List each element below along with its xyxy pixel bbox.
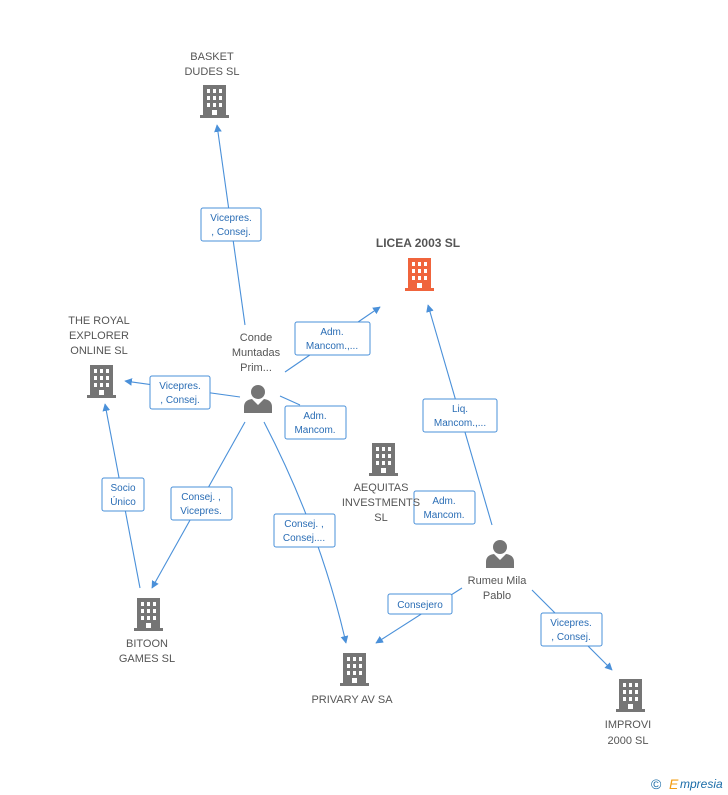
node-conde-muntadas[interactable]: Conde Muntadas Prim... (232, 332, 281, 413)
edge-label-line: Consej.... (283, 533, 325, 544)
person-icon (486, 540, 514, 568)
copyright-icon: © (651, 776, 662, 792)
node-improvi[interactable]: IMPROVI 2000 SL (605, 679, 651, 747)
edge-conde-aequitas (279, 395, 301, 406)
node-label: IMPROVI (605, 719, 651, 731)
edge-label-line: Consejero (397, 600, 443, 611)
node-basket-dudes[interactable]: BASKET DUDES SL (184, 51, 240, 118)
edge-label-line: Vicepres. (210, 213, 252, 224)
edge-label-line: Mancom. (423, 510, 464, 521)
building-icon (405, 258, 434, 291)
node-label: AEQUITAS (354, 482, 409, 494)
edge-label-line: , Consej. (551, 632, 590, 643)
edge-label-line: Consej. , (181, 492, 220, 503)
edge-label-rumeu-aequitas[interactable]: Adm. Mancom. (413, 490, 476, 525)
brand-logo-initial: E (669, 776, 679, 792)
node-privary[interactable]: PRIVARY AV SA (311, 653, 393, 706)
node-bitoon-games[interactable]: BITOON GAMES SL (119, 598, 175, 665)
edge-label-rumeu-privary[interactable]: Consejero (387, 593, 453, 615)
edge-label-rumeu-licea[interactable]: Liq. Mancom.,... (422, 398, 498, 433)
building-icon (340, 653, 369, 686)
node-aequitas[interactable]: AEQUITAS INVESTMENTS SL (342, 443, 420, 524)
node-label: Prim... (240, 362, 272, 374)
person-icon (244, 385, 272, 413)
node-rumeu-mila[interactable]: Rumeu Mila Pablo (468, 540, 528, 602)
node-label: Muntadas (232, 347, 281, 359)
edge-label-conde-privary[interactable]: Consej. , Consej.... (273, 513, 336, 548)
edge-label-line: Vicepres. (159, 381, 201, 392)
node-label: INVESTMENTS (342, 497, 420, 509)
node-label: Conde (240, 332, 272, 344)
node-label: PRIVARY AV SA (311, 694, 393, 706)
building-icon (616, 679, 645, 712)
edge-label-conde-bitoon[interactable]: Consej. , Vicepres. (170, 486, 233, 521)
edge-label-line: Socio (110, 483, 135, 494)
building-icon (369, 443, 398, 476)
edge-label-line: Vicepres. (550, 618, 592, 629)
node-label: SL (374, 512, 387, 524)
edge-label-line: Adm. (432, 496, 455, 507)
building-icon (87, 365, 116, 398)
edge-label-conde-royal[interactable]: Vicepres. , Consej. (149, 375, 211, 410)
node-label: GAMES SL (119, 653, 175, 665)
edge-label-line: Consej. , (284, 519, 323, 530)
node-royal-explorer[interactable]: THE ROYAL EXPLORER ONLINE SL (68, 315, 130, 398)
brand-logo-text: mpresia (680, 777, 723, 791)
edge-label-conde-aequitas[interactable]: Adm. Mancom. (284, 405, 347, 440)
node-label: Pablo (483, 590, 511, 602)
edge-label-line: Adm. (303, 411, 326, 422)
edge-label-line: , Consej. (160, 395, 199, 406)
edge-label-rumeu-improvi[interactable]: Vicepres. , Consej. (540, 612, 603, 647)
edge-label-line: Único (110, 495, 136, 508)
edge-labels: Vicepres. , Consej. Adm. Mancom.,... Vic… (101, 207, 603, 647)
nodes: BASKET DUDES SL LICEA 2003 SL (68, 51, 651, 747)
node-label: Rumeu Mila (468, 575, 528, 587)
edge-label-line: Mancom. (294, 425, 335, 436)
edge-label-line: Mancom.,... (434, 418, 486, 429)
building-icon (200, 85, 229, 118)
node-label: ONLINE SL (70, 345, 127, 357)
node-label: BITOON (126, 638, 168, 650)
brand-footer: © E mpresia (651, 776, 723, 792)
node-label: EXPLORER (69, 330, 129, 342)
edge-label-line: , Consej. (211, 227, 250, 238)
edge-label-bitoon-royal[interactable]: Socio Único (101, 477, 145, 512)
edge-label-line: Vicepres. (180, 506, 222, 517)
node-label: THE ROYAL (68, 315, 130, 327)
edge-label-conde-basket[interactable]: Vicepres. , Consej. (200, 207, 262, 242)
node-label: LICEA 2003 SL (376, 236, 460, 250)
edge-label-conde-licea[interactable]: Adm. Mancom.,... (294, 321, 371, 356)
edge-label-line: Adm. (320, 327, 343, 338)
edge-label-line: Liq. (452, 404, 468, 415)
node-label: BASKET (190, 51, 234, 63)
node-label: 2000 SL (608, 735, 649, 747)
node-licea-2003[interactable]: LICEA 2003 SL (376, 236, 460, 291)
edge-label-line: Mancom.,... (306, 341, 358, 352)
node-label: DUDES SL (184, 66, 239, 78)
building-icon (134, 598, 163, 631)
